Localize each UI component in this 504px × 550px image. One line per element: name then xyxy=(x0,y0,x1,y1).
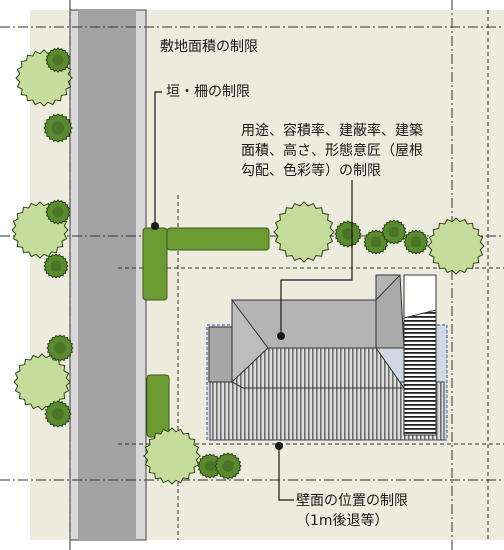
tree-small xyxy=(214,452,242,480)
leader-wall xyxy=(278,446,294,501)
use-limit-label-line-3: 勾配、色彩等）の制限 xyxy=(241,163,381,179)
tree-small-core xyxy=(370,236,382,248)
tree-small xyxy=(403,229,429,255)
house-roof-east-cap xyxy=(403,274,437,319)
leader-fence xyxy=(154,91,162,226)
tree-small-core xyxy=(388,226,400,238)
house-wing-west xyxy=(208,326,233,383)
fence-limit-label: 垣・柵の制限 xyxy=(166,84,250,100)
tree-small xyxy=(45,199,71,225)
leader-dot-wall xyxy=(275,442,283,450)
tree-small-core xyxy=(54,342,66,354)
tree-small xyxy=(46,334,74,362)
tree-small xyxy=(381,219,407,245)
tree-small-core xyxy=(51,121,65,135)
hedge-vertical-top xyxy=(142,227,168,301)
house xyxy=(206,273,448,441)
tree-small xyxy=(43,253,69,279)
road-surface xyxy=(78,10,136,540)
hedge-horizontal xyxy=(166,227,270,251)
tree-small-core xyxy=(50,260,62,272)
tree-small-core xyxy=(222,460,234,472)
leader-use xyxy=(280,180,353,336)
tree-large xyxy=(273,201,335,263)
site-area-limit-label: 敷地面積の制限 xyxy=(160,39,258,55)
use-limit-label-line-1: 用途、容積率、建蔽率、建築 xyxy=(241,123,423,139)
house-roof-south xyxy=(231,347,405,389)
tree-small xyxy=(334,220,362,248)
hedge-vertical-bottom xyxy=(146,374,170,438)
tree-large xyxy=(427,217,485,275)
tree-small-core xyxy=(52,54,64,66)
tree-small-core xyxy=(52,206,64,218)
leader-dot-use xyxy=(277,332,285,340)
tree-small xyxy=(363,229,389,255)
tree-small-core xyxy=(52,408,64,420)
hedges xyxy=(142,227,270,438)
tree-small xyxy=(44,400,72,428)
leader-dots xyxy=(151,222,285,450)
tree-small xyxy=(43,113,73,143)
leader-dot-fence xyxy=(151,222,159,230)
leader-lines xyxy=(154,91,353,501)
tree-small-core xyxy=(342,228,354,240)
tree-small-core xyxy=(204,460,216,472)
setback-note-label: （1m後退等） xyxy=(296,513,389,529)
tree-small xyxy=(45,47,71,73)
tree-small-core xyxy=(410,236,422,248)
wall-position-limit-label: 壁面の位置の制限 xyxy=(296,493,408,509)
use-limit-label-line-2: 面積、高さ、形態意匠（屋根 xyxy=(241,143,423,159)
trees xyxy=(11,47,485,485)
tree-small xyxy=(197,453,223,479)
tree-large xyxy=(143,427,201,485)
